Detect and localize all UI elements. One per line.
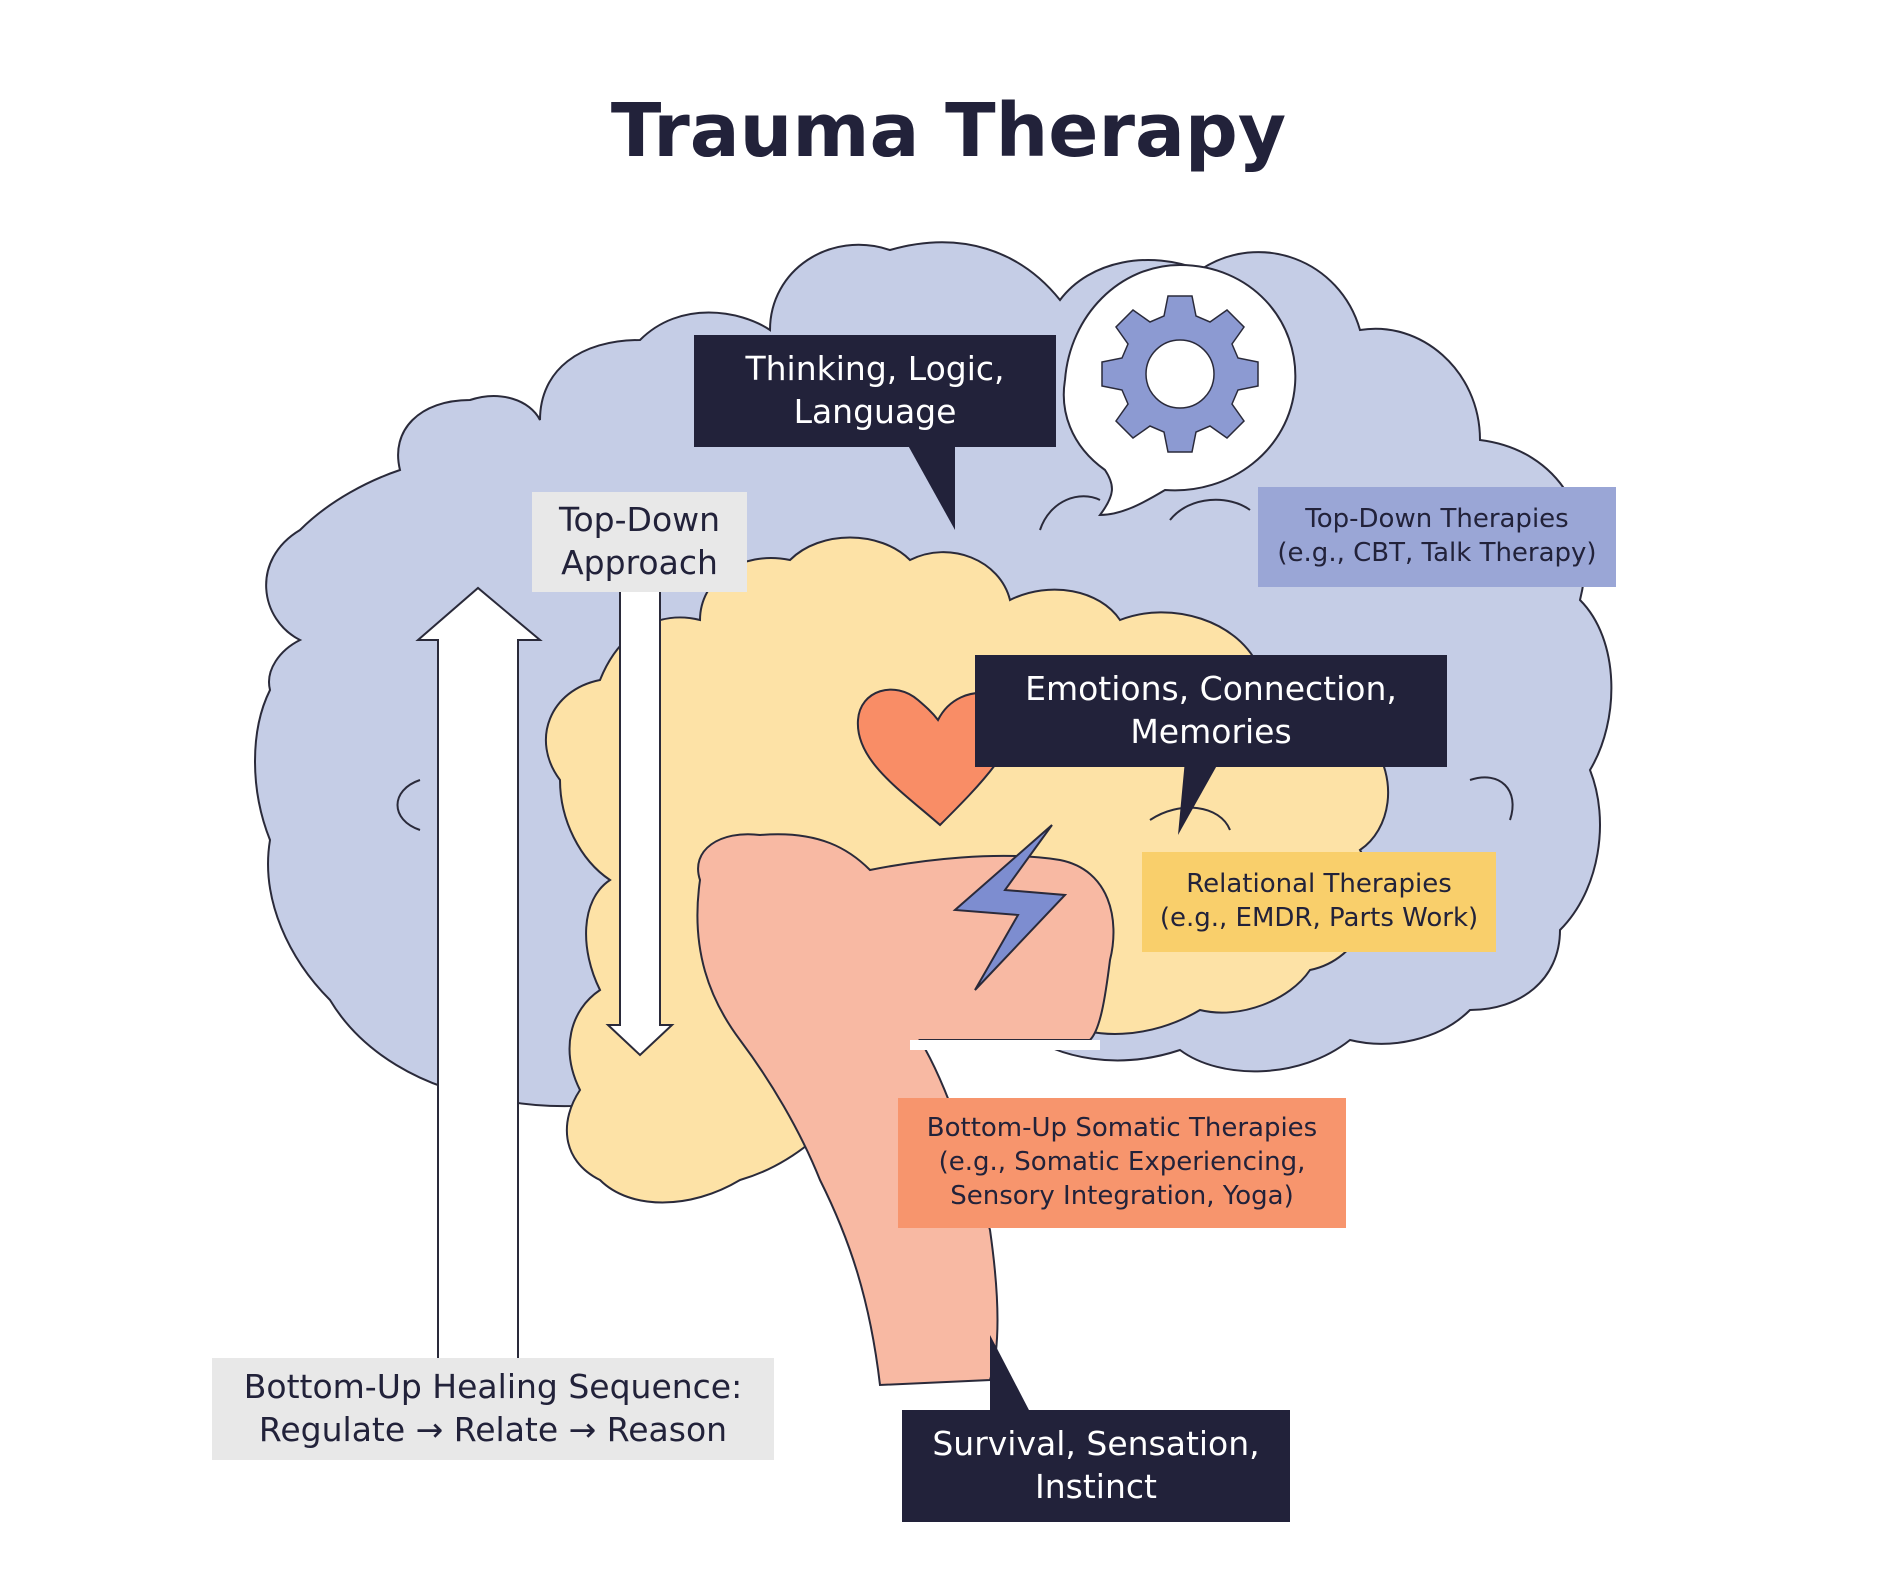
top-down-approach-label: Top-Down Approach [532, 492, 747, 592]
gear-icon [1101, 295, 1259, 453]
lightning-icon [952, 824, 1068, 991]
healing-sequence-label: Bottom-Up Healing Sequence: Regulate → R… [212, 1358, 774, 1460]
page-title: Trauma Therapy [610, 88, 1287, 174]
top-down-therapies-label: Top-Down Therapies (e.g., CBT, Talk Ther… [1258, 487, 1616, 587]
survival-tail [990, 1335, 1030, 1412]
bottom-up-somatic-label: Bottom-Up Somatic Therapies (e.g., Somat… [898, 1098, 1346, 1228]
arrow-up-icon [415, 586, 543, 1361]
thinking-label: Thinking, Logic, Language [694, 335, 1056, 447]
emotions-label: Emotions, Connection, Memories [975, 655, 1447, 767]
arrow-down-icon [605, 579, 675, 1057]
gear-thought-bubble [1062, 263, 1297, 517]
survival-label: Survival, Sensation, Instinct [902, 1410, 1290, 1522]
relational-therapies-label: Relational Therapies (e.g., EMDR, Parts … [1142, 852, 1496, 952]
thinking-tail [905, 440, 955, 530]
emotions-tail [1178, 760, 1220, 835]
